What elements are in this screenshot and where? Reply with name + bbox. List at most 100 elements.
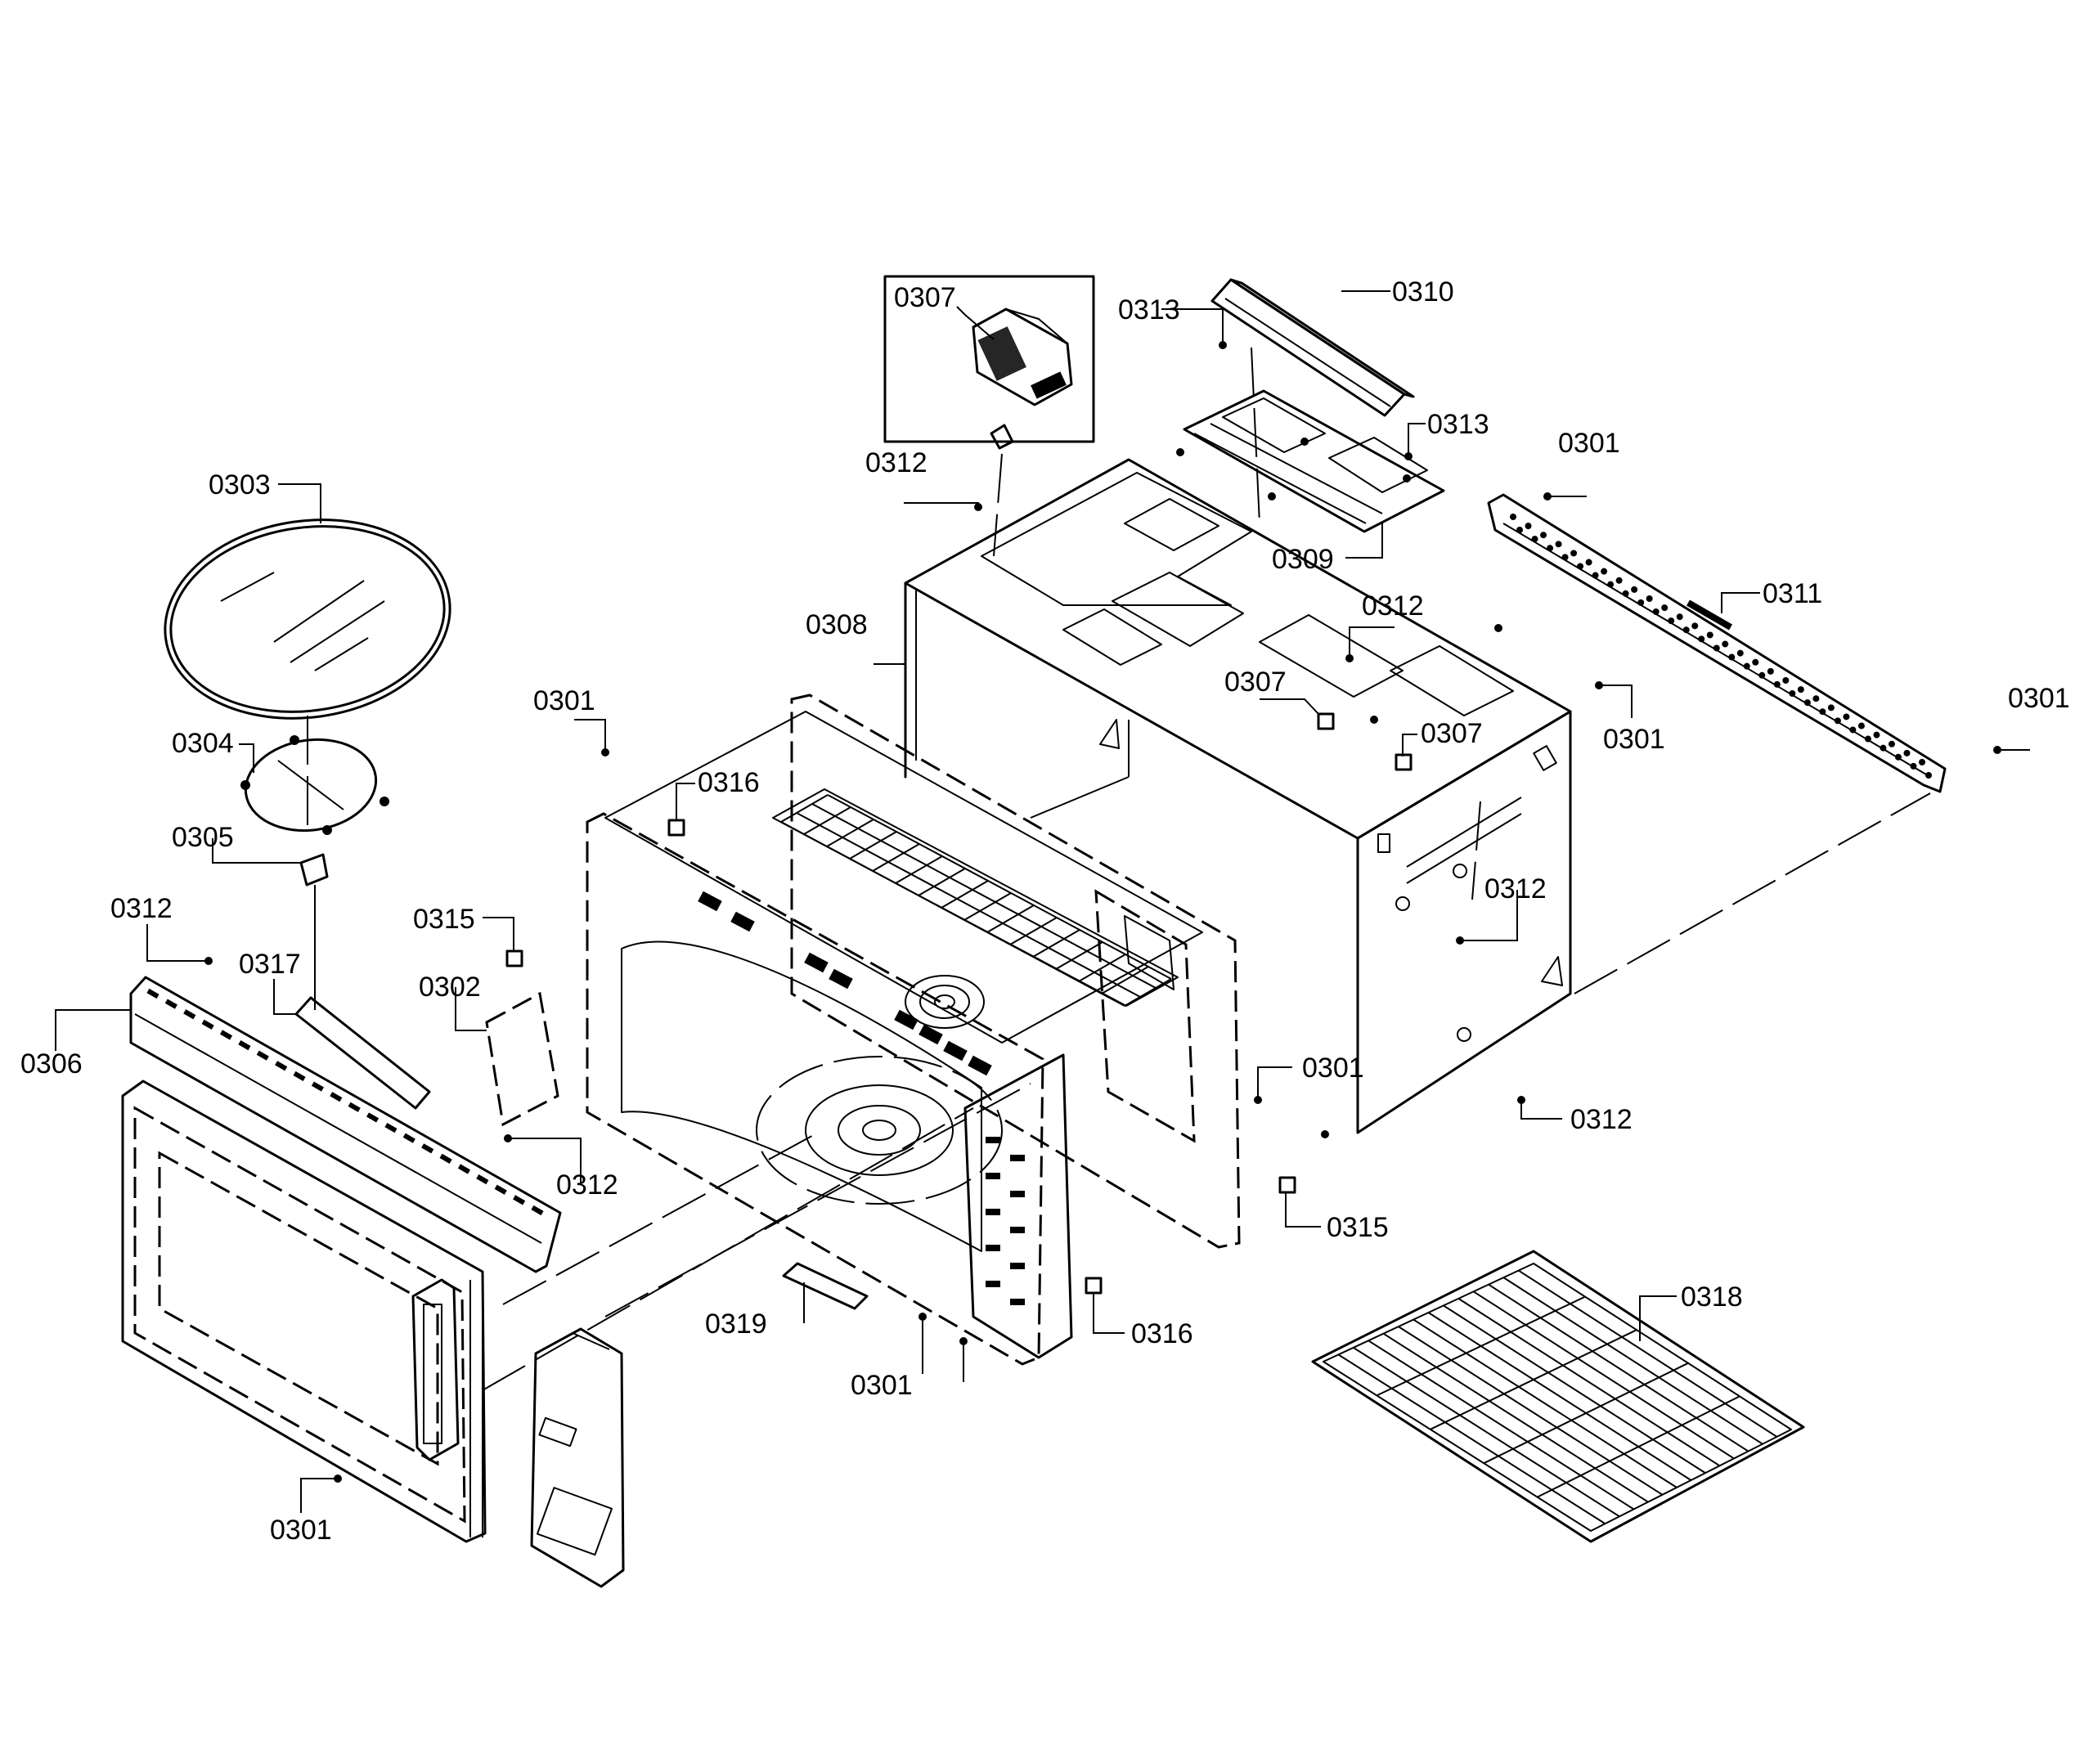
rail-hole (1857, 722, 1865, 729)
callout-0312-left: 0312 (110, 893, 173, 924)
control-slot (986, 1173, 1000, 1179)
callout-0319: 0319 (705, 1308, 767, 1340)
rack-wire (1353, 1347, 1620, 1518)
grid-line (796, 812, 1141, 998)
callout-0316-low: 0316 (1131, 1318, 1193, 1349)
rail-hole (1827, 704, 1835, 711)
control-slot (1010, 1227, 1025, 1233)
grid-line (849, 831, 897, 860)
rail-hole (1555, 541, 1562, 548)
rail-hole (1668, 617, 1675, 625)
grille-slot (402, 1133, 415, 1143)
leader-lines (55, 290, 2030, 1513)
rail-hole (1819, 708, 1826, 716)
callout-0307-top: 0307 (894, 282, 956, 313)
callout-0312-low: 0312 (1570, 1104, 1633, 1135)
mounting-rail (1487, 493, 1947, 793)
rail-hole (1652, 608, 1660, 615)
grille-slot (439, 1153, 452, 1165)
rack-wire (1413, 1318, 1678, 1488)
grid-line (872, 843, 920, 872)
callout-0309: 0309 (1272, 544, 1334, 575)
rack-wire (1376, 1295, 1586, 1397)
roller-ring (240, 735, 389, 835)
wire-rack (1311, 1250, 1805, 1543)
rail-hole (1812, 695, 1820, 702)
vent-block (943, 1040, 968, 1062)
rail-hole (1789, 690, 1796, 697)
control-slot (1010, 1191, 1025, 1197)
callout-0306: 0306 (20, 1048, 83, 1079)
rack-wire (1443, 1304, 1706, 1474)
callout-0308: 0308 (806, 609, 868, 640)
rack-wire (1382, 1332, 1649, 1503)
grille-slot (238, 1039, 251, 1051)
callout-0301-rail: 0301 (1558, 428, 1620, 459)
grid-line (986, 904, 1035, 933)
outer-cabinet (904, 458, 1572, 1134)
rail-hole (1903, 749, 1911, 756)
rail-hole (1743, 662, 1750, 670)
grid-line (811, 803, 1157, 989)
callout-0307-mid: 0307 (1224, 667, 1287, 698)
rail-hole (1516, 527, 1523, 533)
rail-hole (1873, 731, 1880, 738)
callout-0303: 0303 (209, 469, 271, 500)
rail-hole (1864, 735, 1871, 743)
grille-slot (384, 1122, 397, 1133)
vent-block (804, 952, 829, 973)
rail-hole (1676, 613, 1683, 621)
grille-slot (421, 1143, 434, 1154)
vent-block (698, 891, 722, 912)
grille-slot (366, 1112, 380, 1123)
coupler (299, 853, 329, 1010)
rail-hole (1631, 586, 1638, 593)
rail-hole (1682, 626, 1690, 634)
control-slot (1010, 1155, 1025, 1161)
callout-0315-left: 0315 (413, 904, 475, 935)
callout-0313-a: 0313 (1118, 294, 1180, 325)
control-slot (986, 1281, 1000, 1287)
charcoal-filter (1210, 278, 1415, 417)
vent-block (730, 911, 755, 932)
grille-slot (311, 1081, 324, 1092)
vent-block (894, 1009, 918, 1030)
callout-0318: 0318 (1681, 1281, 1743, 1313)
callout-0310: 0310 (1392, 276, 1454, 307)
rail-hole (1803, 699, 1811, 707)
door (121, 1079, 487, 1543)
callout-0313-b: 0313 (1427, 409, 1489, 440)
rack-wire (1488, 1283, 1749, 1452)
callout-0301-front: 0301 (1302, 1053, 1364, 1084)
grid-line (1032, 929, 1080, 958)
rail-hole (1577, 563, 1584, 570)
grid-line (918, 868, 966, 896)
grille-slot (531, 1205, 544, 1216)
rail-hole (1540, 532, 1547, 539)
rail-hole (1722, 640, 1729, 648)
control-slot (986, 1209, 1000, 1215)
rail-hole (1736, 649, 1744, 657)
callout-0315-right: 0315 (1327, 1212, 1389, 1243)
vent-grille (129, 976, 562, 1273)
rail-hole (1849, 726, 1857, 734)
rack-wire (1430, 1329, 1637, 1430)
callout-0307-right: 0307 (1421, 718, 1483, 749)
control-slot (986, 1137, 1000, 1143)
grid-line (963, 892, 1012, 921)
rail-hole (1510, 514, 1516, 520)
rail-hole (1601, 568, 1608, 575)
grille-slot (457, 1164, 471, 1174)
rail-hole (1752, 658, 1759, 666)
control-slot (986, 1245, 1000, 1251)
rack-wire (1457, 1298, 1721, 1467)
rail-hole (1706, 631, 1713, 639)
rack-wire (1518, 1269, 1778, 1438)
rail-hole (1773, 680, 1781, 688)
grid-line (780, 794, 829, 823)
label-0319 (782, 1262, 869, 1310)
rail-hole (1834, 717, 1841, 725)
vent-block (918, 1024, 943, 1045)
callout-0304: 0304 (172, 728, 234, 759)
rack-wire (1502, 1277, 1763, 1445)
